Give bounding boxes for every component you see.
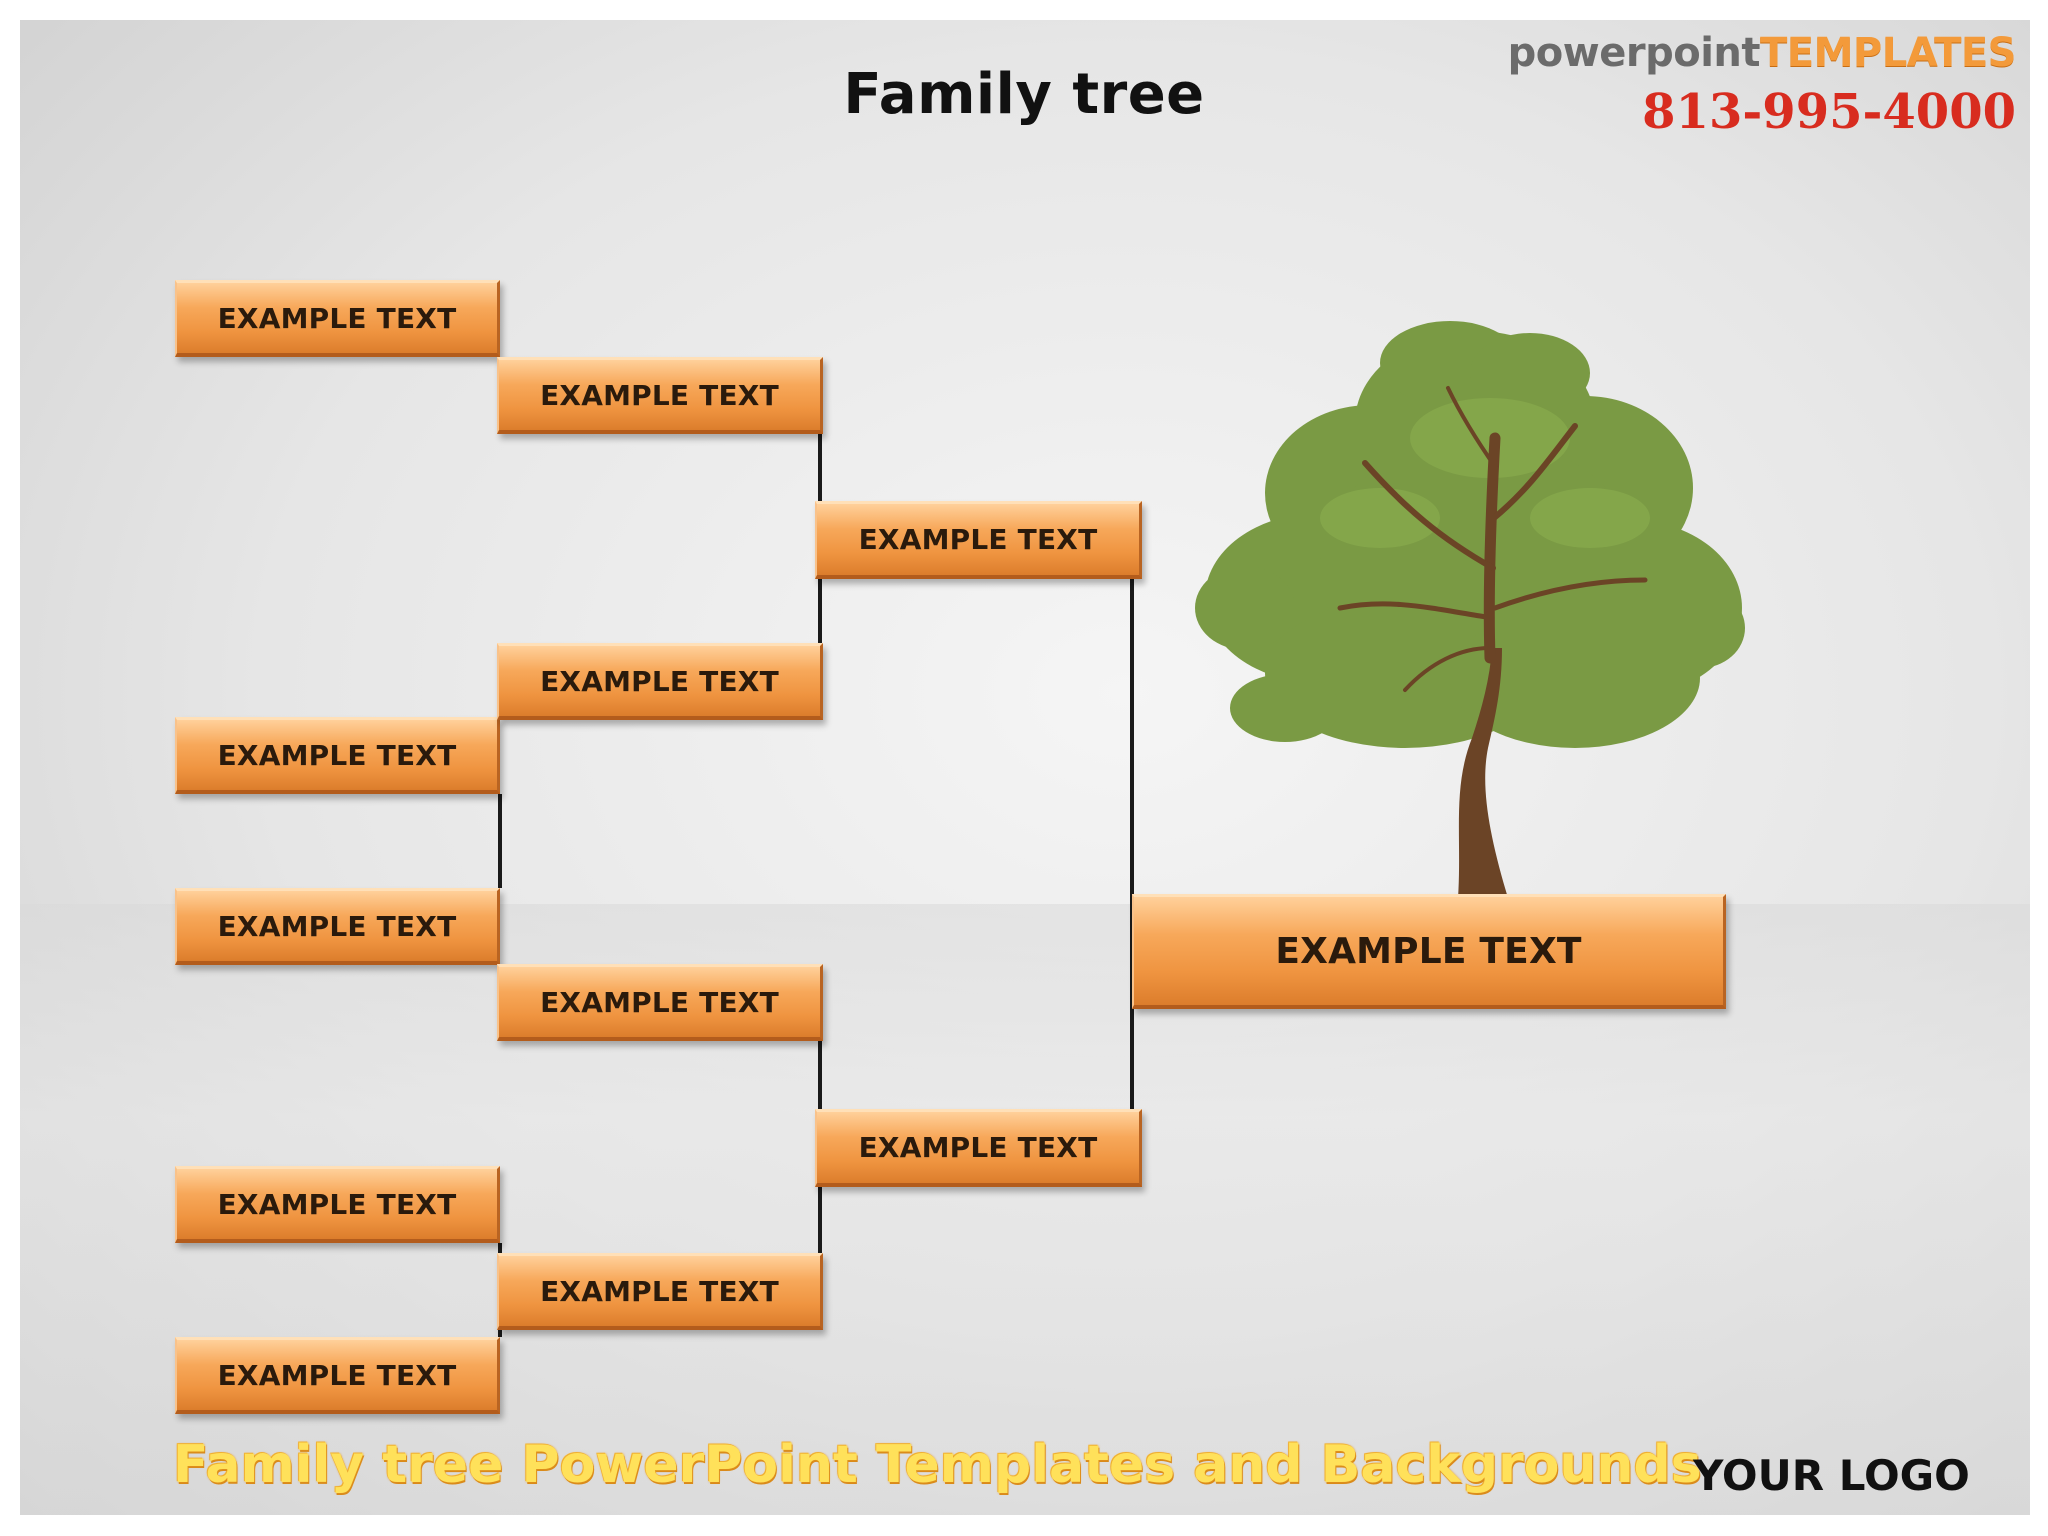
g1-box-4-label: EXAMPLE TEXT [217,1187,457,1221]
slide-title: Family tree [843,62,1205,127]
g2-box-1-label: EXAMPLE TEXT [540,378,779,412]
g1-box-5[interactable]: EXAMPLE TEXT [175,1337,500,1414]
g2-box-4[interactable]: EXAMPLE TEXT [497,1253,823,1330]
g1-box-4[interactable]: EXAMPLE TEXT [175,1166,500,1243]
g1-box-3[interactable]: EXAMPLE TEXT [175,888,500,965]
brand-phone: 813-995-4000 [1642,84,2016,140]
g1-box-1[interactable]: EXAMPLE TEXT [175,280,500,357]
brand-name-part2: TEMPLATES [1760,30,2017,76]
tree-illustration [1195,321,1745,898]
brand-block: powerpointTEMPLATES 813-995-4000 [1507,30,2017,140]
root-box[interactable]: EXAMPLE TEXT [1132,894,1726,1009]
g1-box-3-label: EXAMPLE TEXT [217,909,457,943]
g3-box-2-label: EXAMPLE TEXT [858,1131,1098,1164]
g2-box-2-label: EXAMPLE TEXT [540,664,779,698]
g1-box-2-label: EXAMPLE TEXT [217,738,457,772]
g3-box-1[interactable]: EXAMPLE TEXT [815,501,1142,579]
g1-box-1-label: EXAMPLE TEXT [217,301,457,335]
g2-box-1[interactable]: EXAMPLE TEXT [497,357,823,434]
root-box-label: EXAMPLE TEXT [1275,930,1582,972]
g2-box-3[interactable]: EXAMPLE TEXT [497,964,823,1041]
g1-box-2[interactable]: EXAMPLE TEXT [175,717,500,794]
your-logo-placeholder: YOUR LOGO [1693,1451,1970,1500]
g2-box-3-label: EXAMPLE TEXT [540,985,779,1019]
g3-box-2[interactable]: EXAMPLE TEXT [815,1109,1142,1187]
g3-box-1-label: EXAMPLE TEXT [858,523,1098,556]
brand-name-part1: powerpoint [1507,30,1761,76]
g2-box-2[interactable]: EXAMPLE TEXT [497,643,823,720]
footer-caption: Family tree PowerPoint Templates and Bac… [173,1435,1702,1495]
g2-box-4-label: EXAMPLE TEXT [540,1274,779,1308]
g1-box-5-label: EXAMPLE TEXT [217,1358,457,1392]
